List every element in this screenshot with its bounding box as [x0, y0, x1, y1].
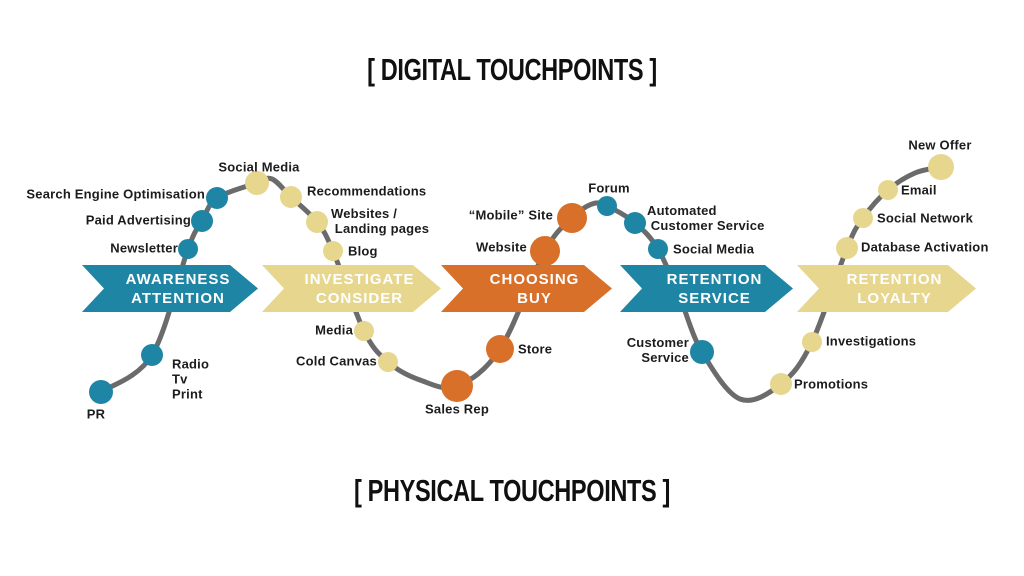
touchpoint-dot-social-network: [853, 208, 873, 228]
touchpoint-dot-recommendations: [280, 186, 302, 208]
touchpoint-dot-pr: [89, 380, 113, 404]
touchpoint-dot-newsletter: [178, 239, 198, 259]
touchpoint-dot-automated-customer-service: [624, 212, 646, 234]
touchpoint-dot-website: [530, 236, 560, 266]
physical-touchpoints-title: [ PHYSICAL TOUCHPOINTS ]: [354, 473, 670, 508]
touchpoint-dot-store: [486, 335, 514, 363]
touchpoint-dot-cold-canvas: [378, 352, 398, 372]
touchpoint-dot-social-media: [648, 239, 668, 259]
touchpoint-dot-email: [878, 180, 898, 200]
touchpoint-dot-paid-advertising: [191, 210, 213, 232]
touchpoint-dot-new-offer: [928, 154, 954, 180]
touchpoint-dot-investigations: [802, 332, 822, 352]
digital-touchpoints-title: [ DIGITAL TOUCHPOINTS ]: [367, 52, 657, 87]
touchpoint-dot-forum: [597, 196, 617, 216]
touchpoint-dot-customer-service: [690, 340, 714, 364]
touchpoint-dot-database-activation: [836, 237, 858, 259]
touchpoint-dot-websites-landing-pages: [306, 211, 328, 233]
touchpoint-dot-search-engine-optimisation: [206, 187, 228, 209]
touchpoint-dot-promotions: [770, 373, 792, 395]
touchpoint-dot-mobile-site: [557, 203, 587, 233]
touchpoint-dot-social-media: [245, 171, 269, 195]
touchpoint-dot-sales-rep: [441, 370, 473, 402]
touchpoint-dots: [89, 154, 954, 404]
touchpoint-dot-media: [354, 321, 374, 341]
touchpoint-dot-radio-tv-print: [141, 344, 163, 366]
touchpoint-dot-blog: [323, 241, 343, 261]
